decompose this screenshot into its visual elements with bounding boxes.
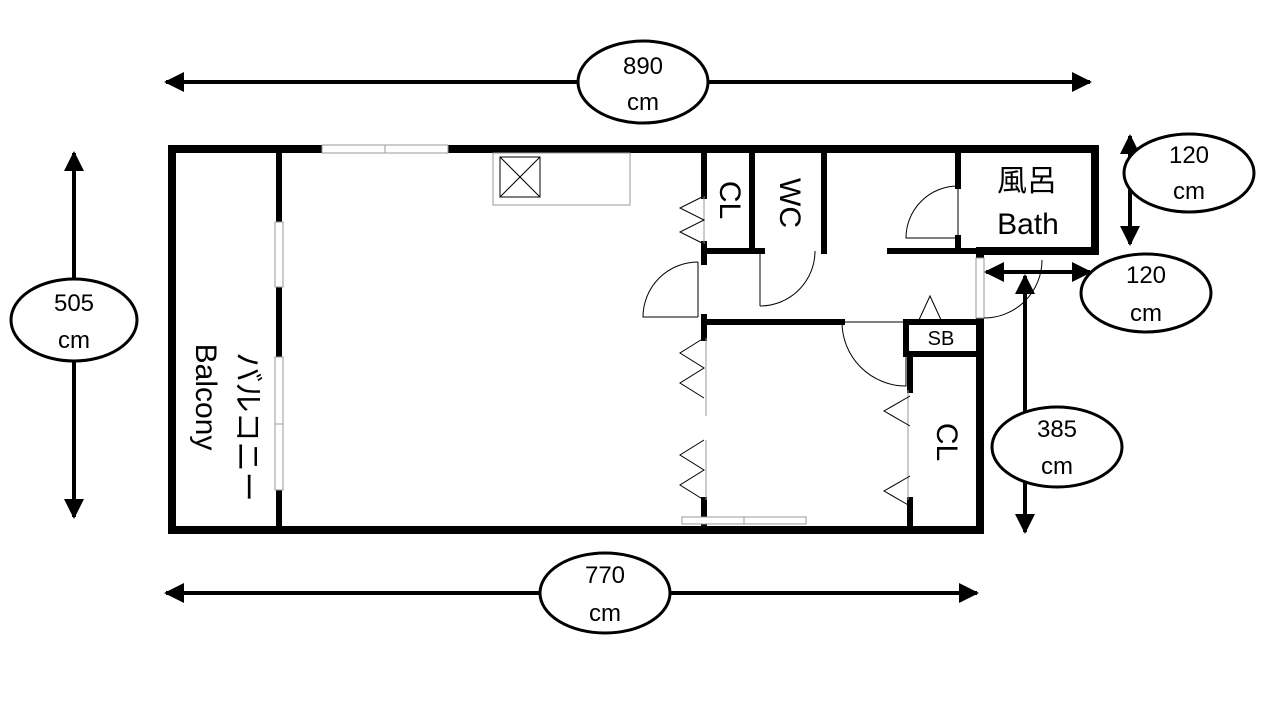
bottom-width-value: 770 xyxy=(585,562,625,589)
shoe-box-label: SB xyxy=(928,328,955,350)
top-width-unit: cm xyxy=(627,89,659,116)
bath-height-value: 120 xyxy=(1169,142,1209,169)
right-height-value: 385 xyxy=(1037,416,1077,443)
bath-jp-label: 風呂 xyxy=(997,164,1057,199)
outer-wall xyxy=(168,145,1099,534)
wc-label: WC xyxy=(773,178,806,228)
kitchen-counter xyxy=(492,152,631,206)
bath-en-label: Bath xyxy=(997,208,1059,241)
dimensions: 890 cm 505 cm 770 cm 120 cm 120 cm 385 c… xyxy=(9,39,1256,635)
balcony-en-label: Balcony xyxy=(189,344,222,451)
closet-top-label: CL xyxy=(713,181,746,219)
top-width-value: 890 xyxy=(623,53,663,80)
bath-height-unit: cm xyxy=(1173,178,1205,205)
closet-doors xyxy=(678,195,943,507)
left-height-value: 505 xyxy=(54,290,94,317)
left-height-unit: cm xyxy=(58,327,90,354)
swing-doors xyxy=(642,185,1043,387)
room-labels: バルコニー Balcony CL WC 風呂 Bath SB CL xyxy=(189,164,1059,502)
balcony-jp-label: バルコニー xyxy=(230,352,265,501)
closet-right-label: CL xyxy=(930,423,963,461)
walls xyxy=(168,145,1099,534)
windows xyxy=(274,144,985,525)
step-width-value: 120 xyxy=(1126,262,1166,289)
right-height-unit: cm xyxy=(1041,453,1073,480)
bottom-width-unit: cm xyxy=(589,600,621,627)
step-width-unit: cm xyxy=(1130,300,1162,327)
